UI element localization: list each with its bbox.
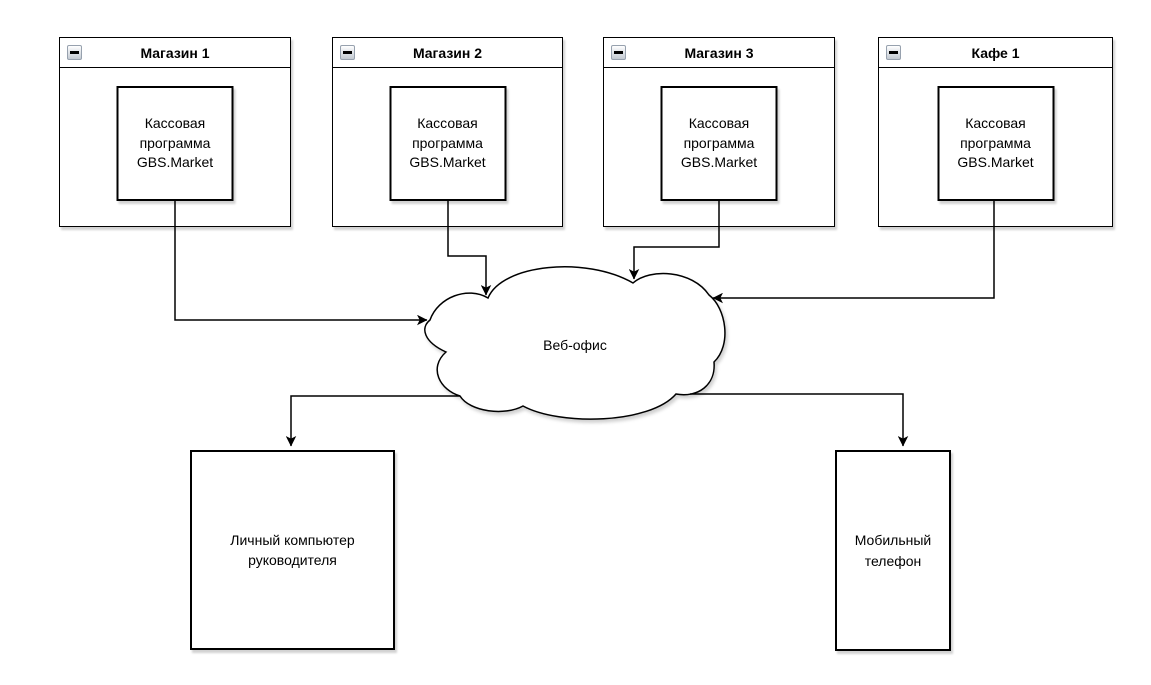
collapse-minus-icon[interactable] [886, 45, 901, 60]
pos-software-node: Кассовая программа GBS.Market [937, 86, 1054, 201]
container-titlebar: Магазин 1 [60, 38, 290, 68]
container-body: Кассовая программа GBS.Market [604, 68, 834, 226]
pos-software-node: Кассовая программа GBS.Market [660, 86, 778, 201]
connector-cloud-to-pc [285, 395, 460, 447]
connector-cloud-to-phone [690, 393, 909, 447]
minus-glyph [614, 51, 623, 54]
container-shop-3: Магазин 3 Кассовая программа GBS.Market [603, 37, 835, 227]
container-shop-2: Магазин 2 Кассовая программа GBS.Market [332, 37, 563, 227]
container-titlebar: Кафе 1 [879, 38, 1112, 68]
container-shop-1: Магазин 1 Кассовая программа GBS.Market [59, 37, 291, 227]
pos-software-node: Кассовая программа GBS.Market [116, 86, 234, 201]
manager-pc-node: Личный компьютер руководителя [190, 450, 395, 650]
container-cafe-1: Кафе 1 Кассовая программа GBS.Market [878, 37, 1113, 227]
container-body: Кассовая программа GBS.Market [60, 68, 290, 226]
container-titlebar: Магазин 2 [333, 38, 562, 68]
container-body: Кассовая программа GBS.Market [333, 68, 562, 226]
collapse-minus-icon[interactable] [67, 45, 82, 60]
collapse-minus-icon[interactable] [340, 45, 355, 60]
container-title: Кафе 1 [971, 44, 1020, 61]
cloud-label: Веб-офис [543, 337, 607, 353]
pos-software-node: Кассовая программа GBS.Market [389, 86, 506, 201]
minus-glyph [889, 51, 898, 54]
container-titlebar: Магазин 3 [604, 38, 834, 68]
container-title: Магазин 1 [140, 44, 210, 61]
collapse-minus-icon[interactable] [611, 45, 626, 60]
minus-glyph [70, 51, 79, 54]
container-body: Кассовая программа GBS.Market [879, 68, 1112, 226]
mobile-phone-node: Мобильный телефон [835, 450, 951, 651]
container-title: Магазин 2 [412, 44, 483, 61]
minus-glyph [343, 51, 352, 54]
container-title: Магазин 3 [684, 44, 754, 61]
